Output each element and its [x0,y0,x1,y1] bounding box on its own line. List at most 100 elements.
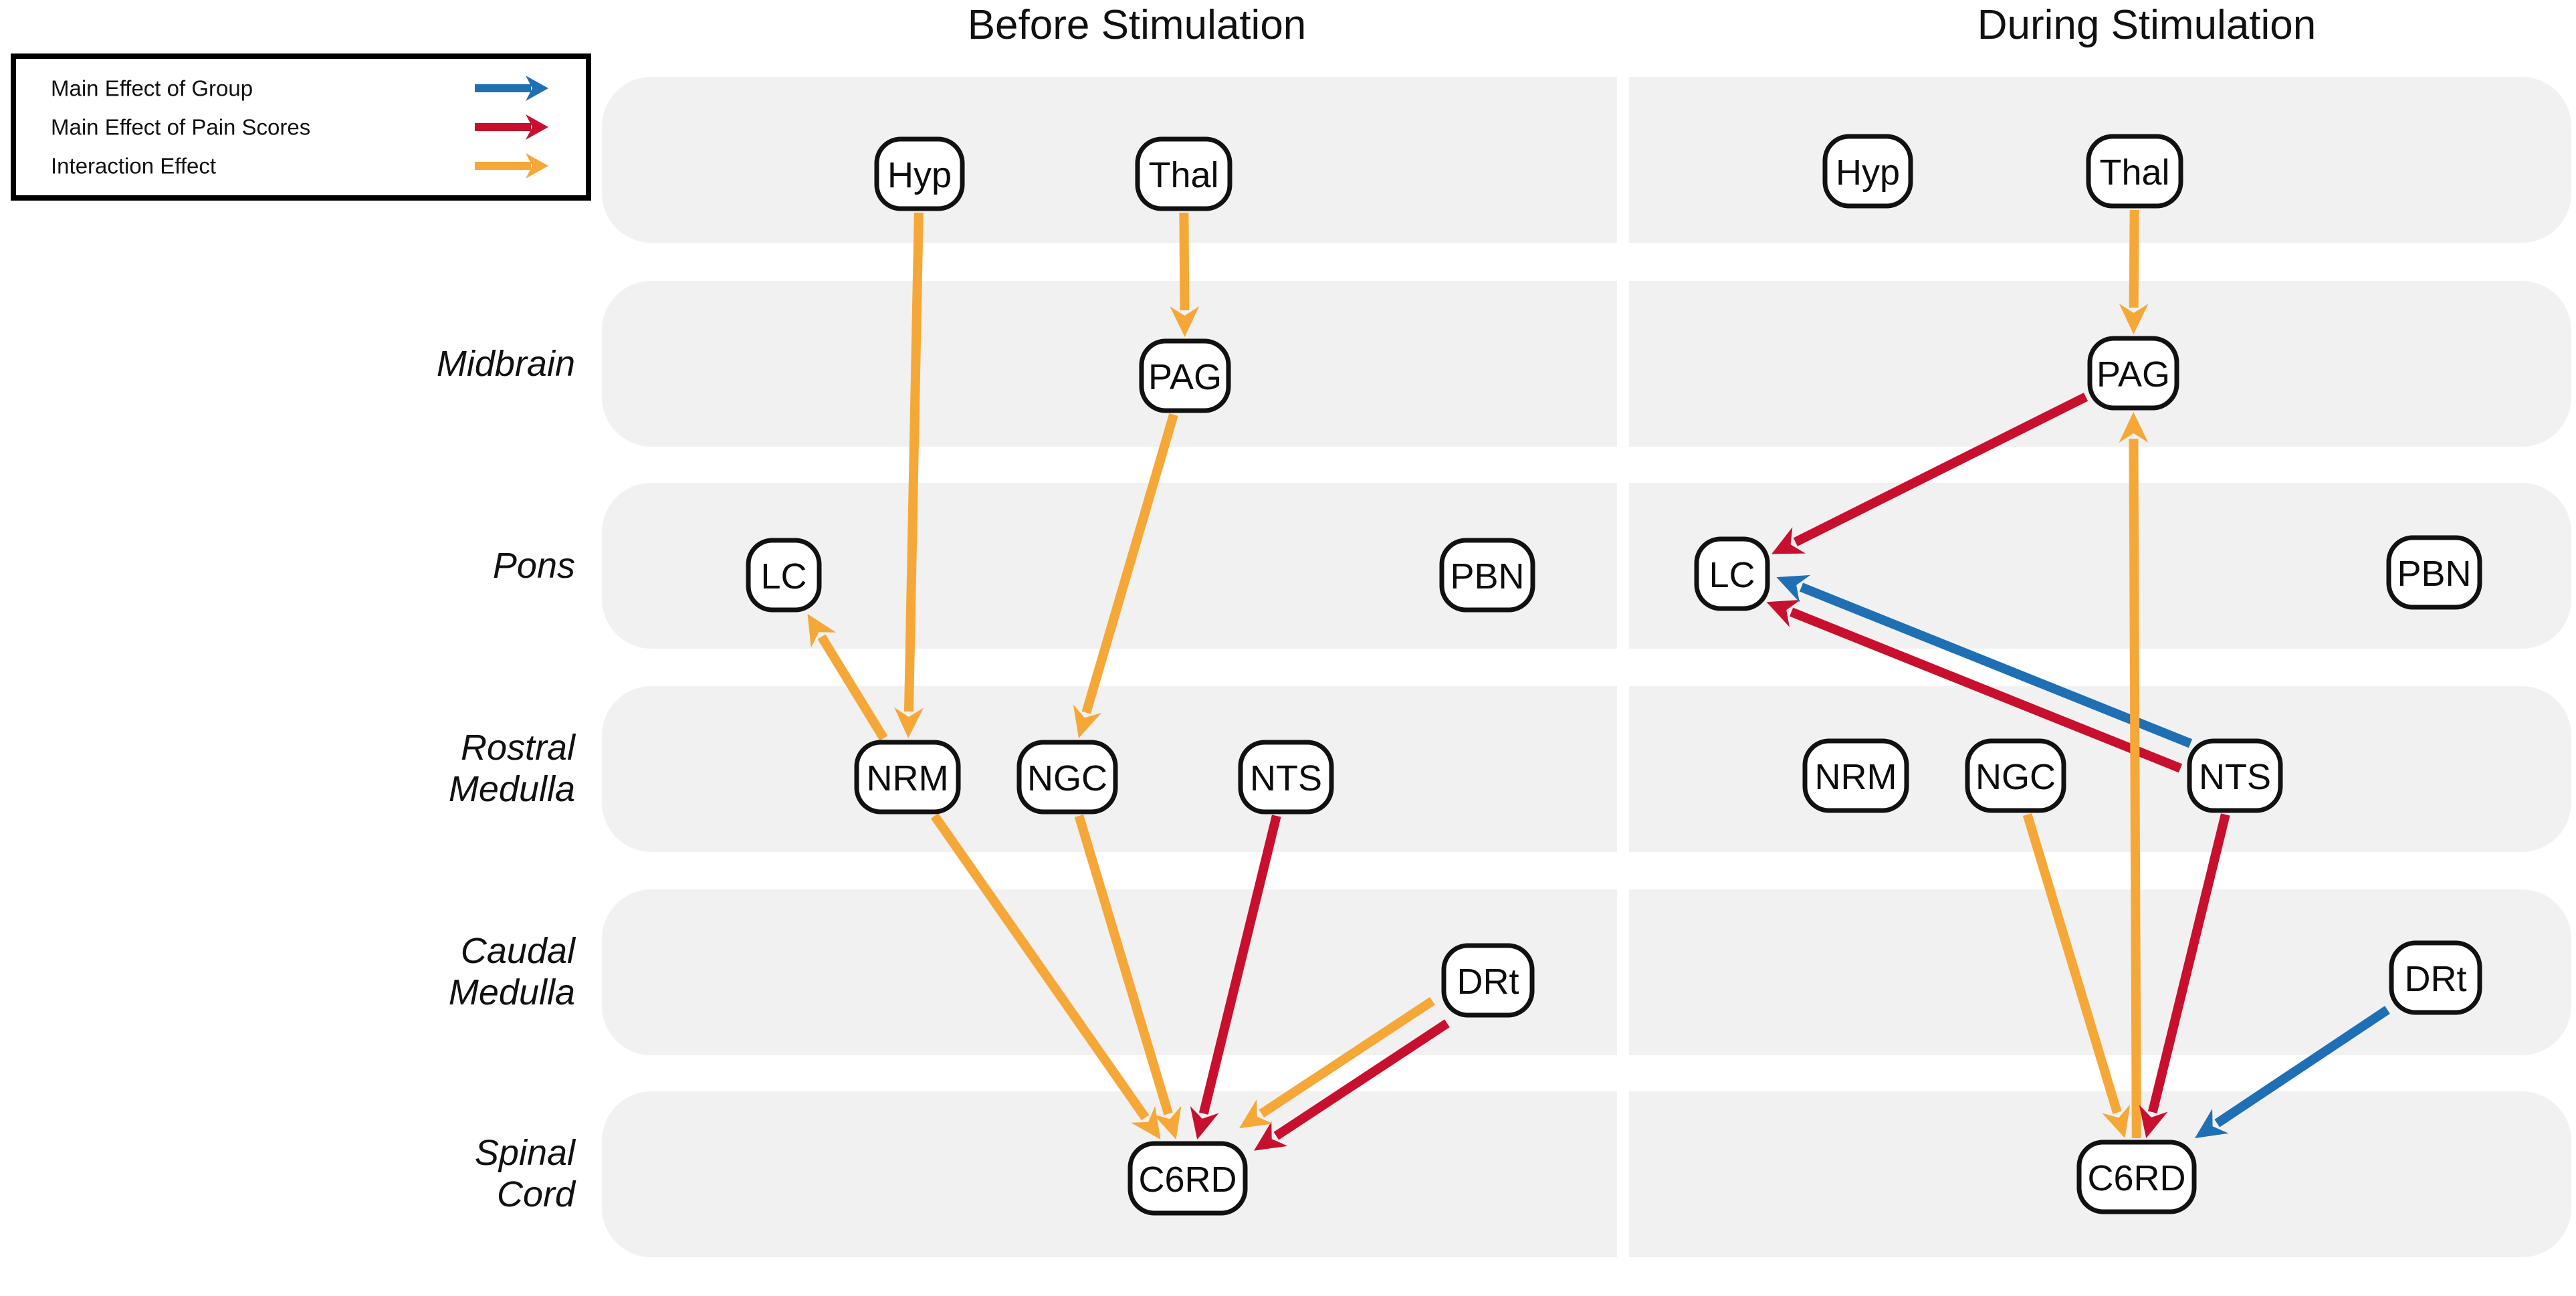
arrowhead-icon [2119,412,2149,443]
node-before-Thal[interactable]: Thal [1135,136,1232,211]
node-during-Hyp[interactable]: Hyp [1822,134,1913,209]
arrowhead-icon [1131,1105,1161,1140]
node-box [2086,134,2183,209]
edge-before-DRt-to-C6RD-interaction [1239,996,1435,1129]
edge-line [1198,815,1281,1115]
anatomical-band-group [602,77,2571,1257]
arrowhead-icon [2139,1105,2168,1138]
edge-before-Hyp-to-NRM-interaction [894,212,924,738]
arrowhead-icon [1153,1105,1182,1140]
node-label: Hyp [1836,152,1900,193]
arrow-right-icon [526,114,548,140]
node-box [1439,538,1535,613]
node-box [1128,1141,1248,1216]
node-box [2386,535,2482,610]
node-during-Thal[interactable]: Thal [2086,134,2183,209]
arrowhead-icon [1253,1121,1288,1151]
node-label: NTS [1250,758,1322,798]
node-label: NGC [1975,757,2056,797]
edge-during-NGC-to-C6RD-interaction [2022,813,2131,1138]
node-label: DRt [2405,959,2467,999]
node-before-PAG[interactable]: PAG [1139,338,1231,413]
edge-line [1790,607,2183,773]
edge-before-PAG-to-NGC-interaction [1073,413,1178,738]
node-box [1016,740,1118,815]
edge-group [807,209,2390,1151]
node-during-NRM[interactable]: NRM [1802,738,1909,813]
node-during-PBN[interactable]: PBN [2386,535,2482,610]
arrowhead-icon [1776,574,1811,603]
legend-label: Interaction Effect [51,154,216,179]
node-before-PBN[interactable]: PBN [1439,538,1535,613]
edge-line [1793,393,2088,546]
node-box [1802,738,1909,813]
arrowhead-icon [1190,1106,1219,1140]
edge-during-NTS-to-LC-group [1776,574,2193,748]
edge-during-NTS-to-LC-pain [1766,599,2183,773]
edge-during-C6RD-to-PAG-interaction [2119,412,2149,1139]
arrow-right-icon [526,153,548,179]
node-box [2087,336,2179,411]
node-before-C6RD[interactable]: C6RD [1128,1141,1248,1216]
node-during-NGC[interactable]: NGC [1965,738,2066,813]
edge-before-NTS-to-C6RD-pain [1190,815,1281,1140]
edge-line [1074,814,1173,1115]
panel-divider-line [1617,74,1629,1260]
node-before-NGC[interactable]: NGC [1016,740,1118,815]
edge-line [2129,438,2141,1139]
edge-line [1799,582,2193,748]
arrow-right-icon [526,76,548,101]
edge-line [1081,413,1178,714]
node-during-C6RD[interactable]: C6RD [2076,1140,2197,1214]
node-before-LC[interactable]: LC [746,538,822,613]
panel-title-group: Before Stimulation During Stimulation [968,2,2317,48]
arrowhead-icon [2119,303,2149,334]
arrowhead-icon [1766,599,1801,627]
node-before-Hyp[interactable]: Hyp [874,136,965,211]
node-label: NRM [867,758,949,798]
edge-before-DRt-to-C6RD-pain [1253,1019,1450,1151]
node-during-NTS[interactable]: NTS [2187,738,2283,813]
legend-item-1: Main Effect of Pain Scores [51,114,548,140]
arrowhead-icon [807,614,837,648]
band-spinal_cord [602,1091,2571,1257]
node-label: PBN [1450,556,1524,597]
node-box [2187,738,2283,813]
edge-during-PAG-to-LC-pain [1772,393,2088,554]
node-during-LC[interactable]: LC [1694,536,1770,611]
node-box [1139,338,1231,413]
node-box [1822,134,1913,209]
node-label: LC [760,556,807,597]
panel-title-during: During Stimulation [1977,2,2317,48]
node-label: C6RD [1138,1160,1237,1200]
panel-divider [1617,74,1629,1260]
arrowhead-icon [1772,527,1806,554]
node-box [874,136,965,211]
node-before-NTS[interactable]: NTS [1238,740,1334,815]
band-midbrain [602,281,2571,447]
arrowhead-icon [1170,306,1200,337]
edge-line [2129,209,2139,308]
edge-before-NRM-to-C6RD-interaction [930,813,1161,1140]
node-during-PAG[interactable]: PAG [2087,336,2179,411]
row-label-pons: Pons [493,546,575,586]
edge-before-NRM-to-LC-interaction [807,614,888,741]
edge-before-Thal-to-PAG-interaction [1170,212,1200,337]
panel-title-before: Before Stimulation [968,2,1307,48]
node-label: Thal [2099,152,2169,193]
node-before-DRt[interactable]: DRt [1441,943,1535,1018]
node-box [1238,740,1334,815]
node-box [2389,940,2482,1015]
arrowhead-icon [2102,1104,2131,1138]
edge-line [817,634,888,741]
node-before-NRM[interactable]: NRM [854,740,961,815]
arrowhead-icon [1073,704,1102,738]
node-box [1135,136,1232,211]
edge-before-NGC-to-C6RD-interaction [1074,814,1182,1140]
node-during-DRt[interactable]: DRt [2389,940,2482,1015]
